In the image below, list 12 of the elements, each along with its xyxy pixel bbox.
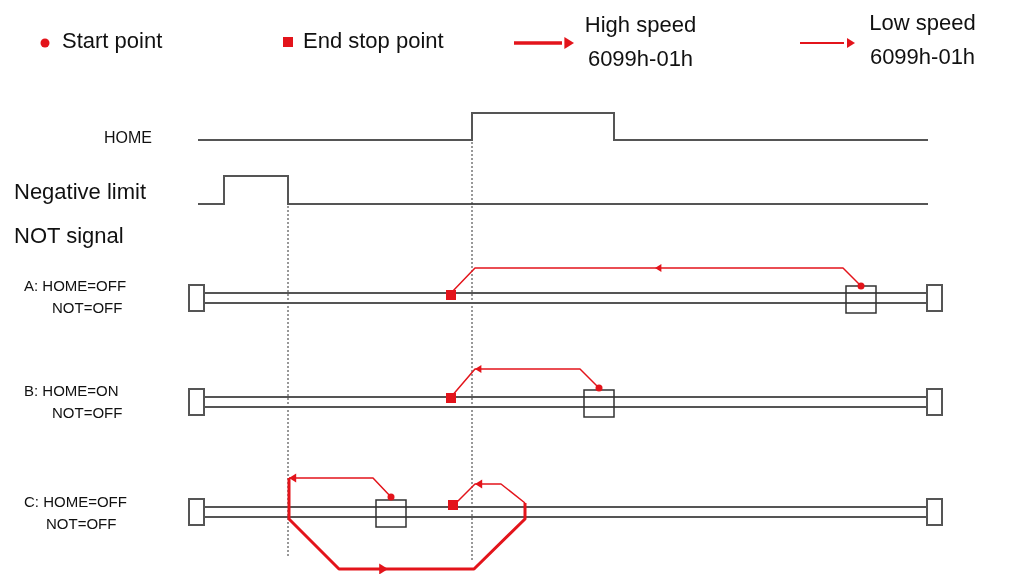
signal-label: HOME [104,129,152,147]
legend-text: Low speed 6099h-01h [868,9,977,71]
case-label: NOT=OFF [52,405,123,422]
case-label: NOT=OFF [46,516,117,533]
case-label: A: HOME=OFF [24,278,127,295]
legend-text: End stop point [303,29,444,54]
case-label: B: HOME=ON [24,383,119,400]
case-label: NOT=OFF [52,300,123,317]
legend-text: Start point [62,29,163,54]
signal-label: Negative limit NOT signal [14,178,148,250]
case-label: C: HOME=OFF [24,494,127,511]
legend-text: High speed 6099h-01h [583,11,698,73]
